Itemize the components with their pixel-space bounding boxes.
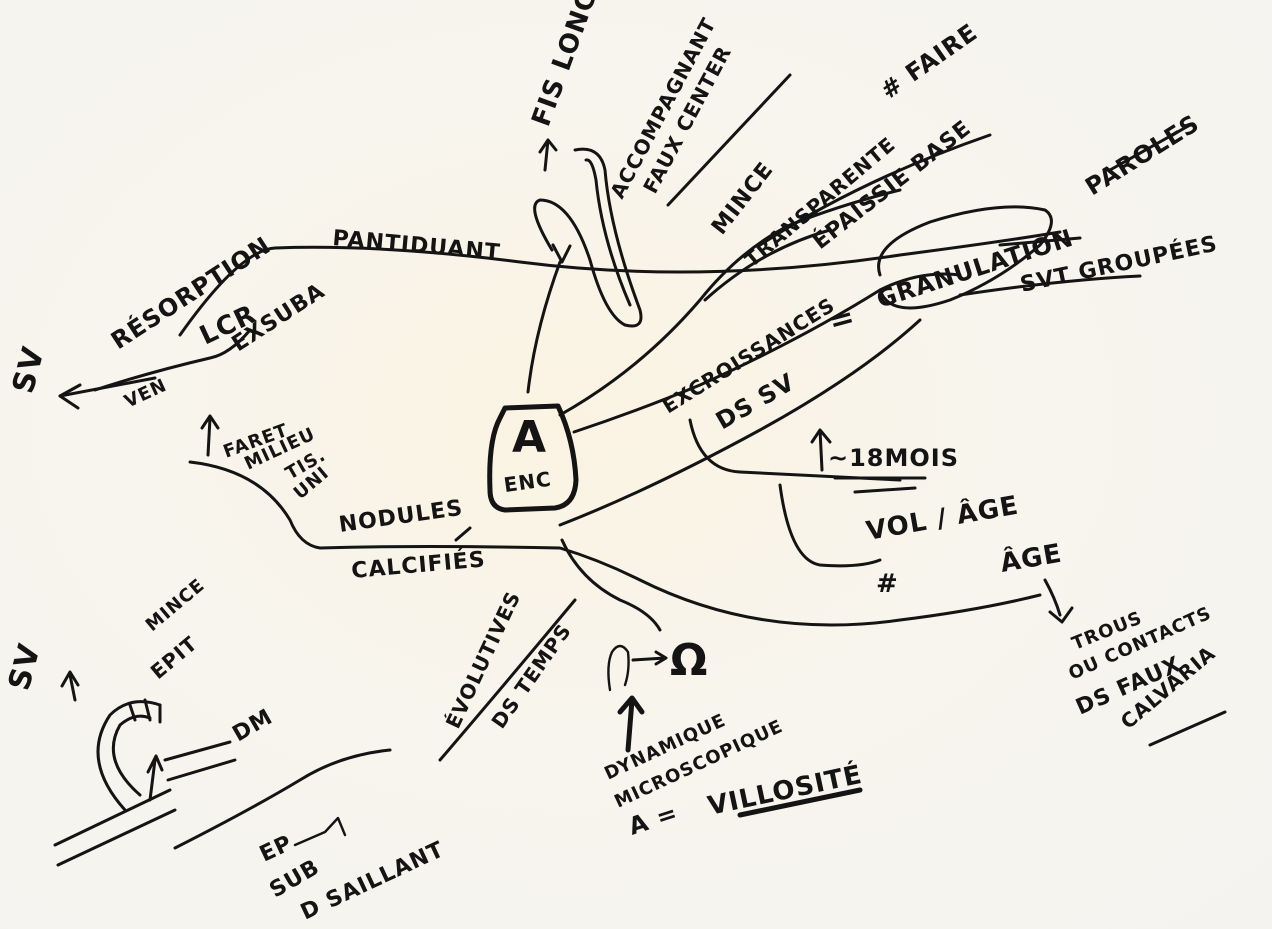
- label-age: ÂGE: [998, 537, 1065, 579]
- branch-lines: [53, 73, 1227, 867]
- label-fis-long: FIS LONG: [526, 0, 603, 130]
- central-subtitle: ENC: [502, 467, 553, 497]
- label-mince-bottom: MINCE: [142, 575, 209, 636]
- central-letter: A: [512, 412, 547, 463]
- label-nodules: NODULES: [337, 496, 464, 538]
- label-dm: DM: [229, 704, 278, 747]
- label-epit: EPIT: [146, 631, 202, 684]
- label-sv-bottom: SV: [2, 640, 48, 694]
- central-node: A ENC: [487, 403, 579, 513]
- label-mince: MINCE: [707, 158, 779, 240]
- labels: FIS LONG ACCOMPAGNANT FAUX CENTER # FAIR…: [2, 0, 1220, 925]
- label-omega: Ω: [670, 635, 708, 686]
- label-sv-left: SV: [6, 343, 52, 397]
- label-villosite: VILLOSITÉ: [705, 758, 865, 822]
- label-hash: #: [876, 569, 899, 599]
- label-pantiduant: PANTIDUANT: [331, 226, 501, 266]
- label-paroles: PAROLES: [1080, 109, 1204, 201]
- label-d-saillant: D SAILLANT: [297, 837, 448, 925]
- label-faire: # FAIRE: [875, 18, 982, 105]
- peak-glyph: [293, 816, 347, 847]
- label-18-mois: ~18MOIS: [828, 444, 959, 472]
- label-vol-age: VOL / ÂGE: [864, 489, 1021, 547]
- label-ep: EP: [256, 831, 297, 868]
- label-calcifies: CALCIFIÉS: [350, 546, 486, 584]
